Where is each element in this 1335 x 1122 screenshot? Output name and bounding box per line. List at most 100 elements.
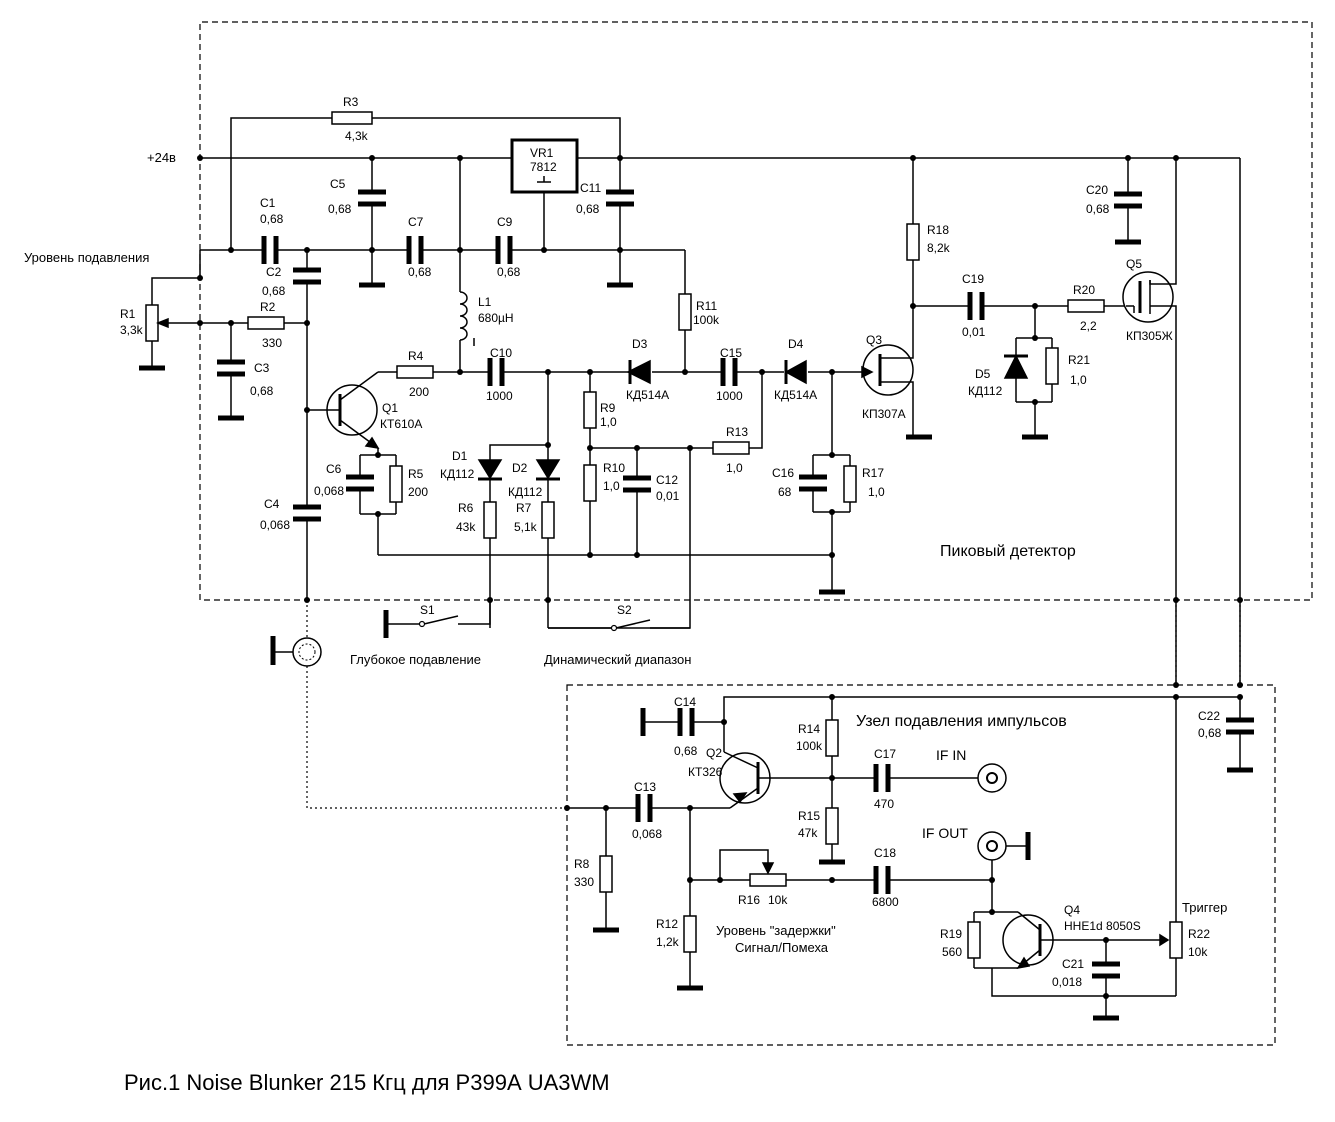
r8-value: 330 (574, 875, 594, 889)
r10-name: R10 (603, 461, 625, 475)
c11-capacitor (606, 158, 634, 288)
d2-value: КД112 (508, 485, 543, 499)
r7-name: R7 (516, 501, 532, 515)
q2-value: КТ326 (688, 765, 723, 779)
s2-switch[interactable] (548, 619, 690, 632)
vr1-regulator (510, 138, 579, 250)
r2-resistor (247, 316, 310, 330)
r9-value: 1,0 (600, 415, 617, 429)
q2-name: Q2 (706, 746, 722, 760)
r4-value: 200 (409, 385, 429, 399)
r16-value: 10k (768, 893, 788, 907)
l1-inductor (459, 158, 475, 372)
r3-resistor (230, 111, 621, 250)
c5-name: C5 (330, 177, 346, 191)
r18-value: 8,2k (927, 241, 951, 255)
c1-name: C1 (260, 196, 276, 210)
c2-value: 0,68 (262, 284, 286, 298)
c13-capacitor (567, 794, 730, 822)
c5-value: 0,68 (328, 202, 352, 216)
c1-value: 0,68 (260, 212, 284, 226)
r14-r15-divider (819, 697, 845, 865)
c6-value: 0,068 (314, 484, 344, 498)
c16-value: 68 (778, 485, 792, 499)
r6-name: R6 (458, 501, 474, 515)
emitter-network (346, 452, 403, 555)
upper-signal-line (200, 247, 686, 294)
power-rail (197, 155, 1241, 685)
c2-capacitor (293, 250, 321, 505)
r15-name: R15 (798, 809, 820, 823)
c19-name: C19 (962, 272, 984, 286)
suppression-unit-label: Узел подавления импульсов (856, 713, 1067, 730)
q3-name: Q3 (866, 333, 882, 347)
d3-value: КД514А (626, 388, 669, 402)
r1-value: 3,3k (120, 323, 144, 337)
suppression-unit-block-border (566, 684, 1276, 1046)
c13-name: C13 (634, 780, 656, 794)
r20-value: 2,2 (1080, 319, 1097, 333)
r8-resistor (593, 808, 619, 933)
d4-value: КД514А (774, 388, 817, 402)
if-out-connector[interactable] (977, 831, 1031, 915)
r8-name: R8 (574, 857, 590, 871)
dynamic-range-label: Динамический диапазон (544, 652, 691, 667)
suppression-level-label: Уровень подавления (24, 250, 149, 265)
if-out-label: IF OUT (922, 825, 968, 841)
r9-name: R9 (600, 401, 616, 415)
d3-name: D3 (632, 337, 648, 351)
s1-switch[interactable] (383, 600, 491, 638)
c7-capacitor (406, 236, 424, 264)
c14-name: C14 (674, 695, 696, 709)
r20-name: R20 (1073, 283, 1095, 297)
d2-name: D2 (512, 461, 528, 475)
r21-value: 1,0 (1070, 373, 1087, 387)
c20-capacitor (1114, 158, 1142, 245)
c14-value: 0,68 (674, 744, 698, 758)
r1-potentiometer (139, 250, 248, 371)
c19-value: 0,01 (962, 325, 986, 339)
d4-diode (784, 359, 807, 385)
if-in-connector[interactable] (977, 763, 1007, 793)
d3-diode (626, 359, 651, 385)
c16-name: C16 (772, 466, 794, 480)
q4-stage (967, 697, 1183, 1021)
d1-value: КД112 (440, 467, 475, 481)
c14-capacitor (640, 708, 724, 736)
c2-name: C2 (266, 265, 282, 279)
r13-name: R13 (726, 425, 748, 439)
r11-name: R11 (696, 299, 717, 313)
s2-name: S2 (617, 603, 632, 617)
vr1-name: VR1 (530, 146, 554, 160)
r12-value: 1,2k (656, 935, 680, 949)
c5-capacitor (358, 155, 386, 288)
c7-value: 0,68 (408, 265, 432, 279)
peak-detector-label: Пиковый детектор (940, 543, 1076, 560)
power-label: +24в (147, 150, 176, 165)
r11-resistor (678, 293, 692, 372)
q3-transistor (861, 320, 932, 440)
c21-name: C21 (1062, 957, 1084, 971)
d1-d2-branch (477, 372, 561, 628)
q2-transistor (719, 751, 835, 809)
c20-value: 0,68 (1086, 202, 1110, 216)
r17-name: R17 (862, 466, 884, 480)
c16-r17-network (799, 372, 857, 595)
r9-r13-network (548, 372, 763, 629)
c15-capacitor (720, 358, 738, 386)
r5-value: 200 (408, 485, 428, 499)
r14-value: 100k (796, 739, 823, 753)
c9-capacitor (495, 236, 513, 264)
c7-name: C7 (408, 215, 424, 229)
q4-value: HHE1d 8050S (1064, 919, 1141, 933)
c21-value: 0,018 (1052, 975, 1082, 989)
c17-name: C17 (874, 747, 896, 761)
c18-name: C18 (874, 846, 896, 860)
c15-value: 1000 (716, 389, 743, 403)
c4-capacitor (293, 504, 321, 603)
c18-capacitor (873, 866, 992, 894)
l1-value: 680µH (478, 311, 514, 325)
r1-name: R1 (120, 307, 136, 321)
r22-name: R22 (1188, 927, 1210, 941)
r17-value: 1,0 (868, 485, 885, 499)
